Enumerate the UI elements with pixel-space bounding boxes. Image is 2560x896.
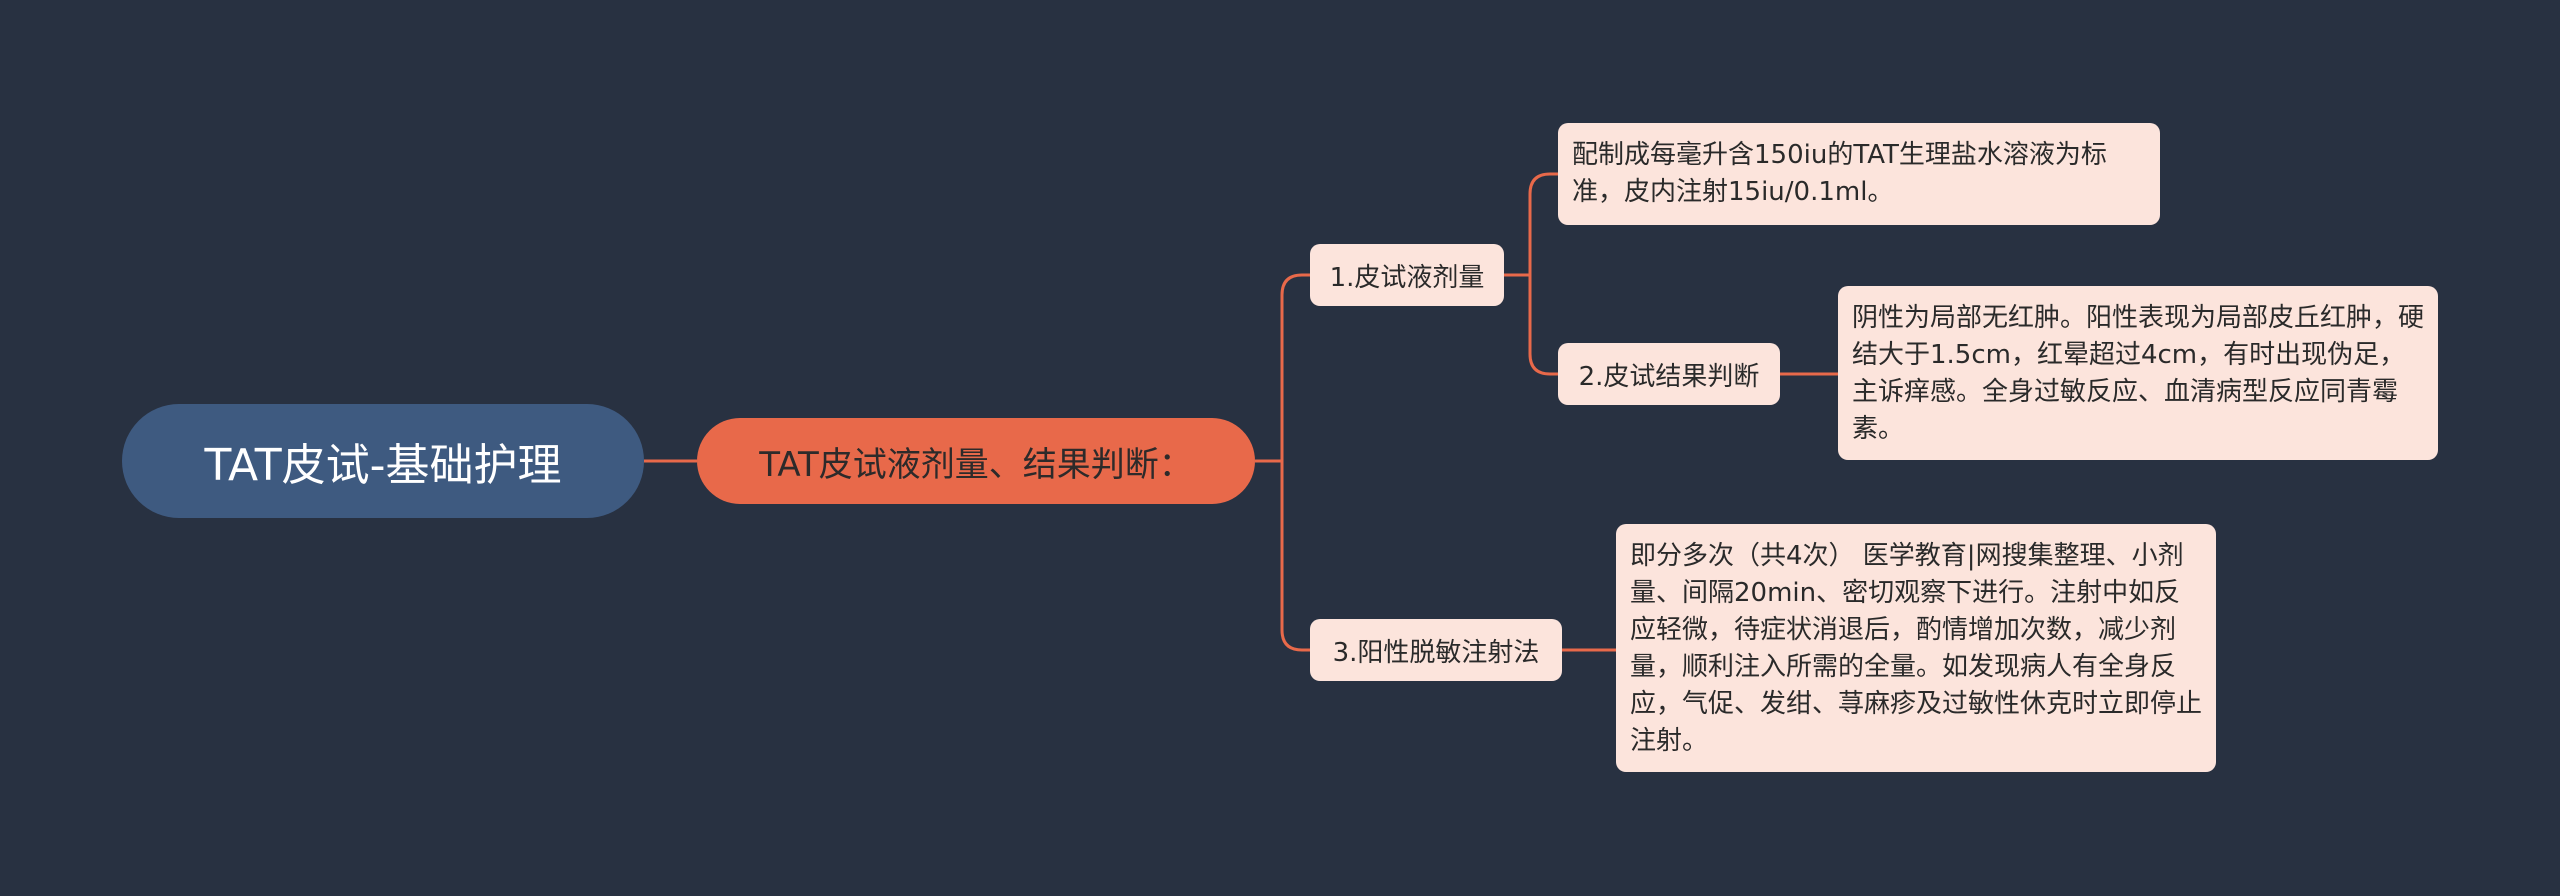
leaf-node-result[interactable]: 阴性为局部无红肿。阳性表现为局部皮丘红肿，硬结大于1.5cm，红晕超过4cm，有…	[1838, 286, 2438, 460]
leaf-node-desensitization[interactable]: 即分多次（共4次） 医学教育|网搜集整理、小剂量、间隔20min、密切观察下进行…	[1616, 524, 2216, 772]
connector-sub1-leaf1	[1504, 172, 1558, 277]
root-node[interactable]: TAT皮试-基础护理	[122, 404, 644, 518]
connector-main-sub3	[1280, 461, 1310, 652]
connector-main-sub1	[1255, 273, 1310, 463]
sub-node-desensitization-label: 3.阳性脱敏注射法	[1332, 637, 1540, 668]
sub-node-dosage[interactable]: 1.皮试液剂量	[1310, 244, 1504, 306]
main-branch-label: TAT皮试液剂量、结果判断：	[759, 444, 1193, 485]
root-node-label: TAT皮试-基础护理	[204, 440, 562, 491]
main-branch-node[interactable]: TAT皮试液剂量、结果判断：	[697, 418, 1255, 504]
leaf-node-dosage[interactable]: 配制成每毫升含150iu的TAT生理盐水溶液为标准，皮内注射15iu/0.1ml…	[1558, 123, 2160, 225]
connector-sub1-sub2	[1528, 275, 1558, 376]
leaf-node-desensitization-text: 即分多次（共4次） 医学教育|网搜集整理、小剂量、间隔20min、密切观察下进行…	[1630, 541, 2203, 756]
sub-node-result-label: 2.皮试结果判断	[1578, 361, 1760, 392]
sub-node-result[interactable]: 2.皮试结果判断	[1558, 343, 1780, 405]
leaf-node-result-text: 阴性为局部无红肿。阳性表现为局部皮丘红肿，硬结大于1.5cm，红晕超过4cm，有…	[1852, 303, 2425, 444]
sub-node-dosage-label: 1.皮试液剂量	[1329, 262, 1485, 293]
sub-node-desensitization[interactable]: 3.阳性脱敏注射法	[1310, 619, 1562, 681]
leaf-node-dosage-text: 配制成每毫升含150iu的TAT生理盐水溶液为标准，皮内注射15iu/0.1ml…	[1572, 140, 2107, 207]
